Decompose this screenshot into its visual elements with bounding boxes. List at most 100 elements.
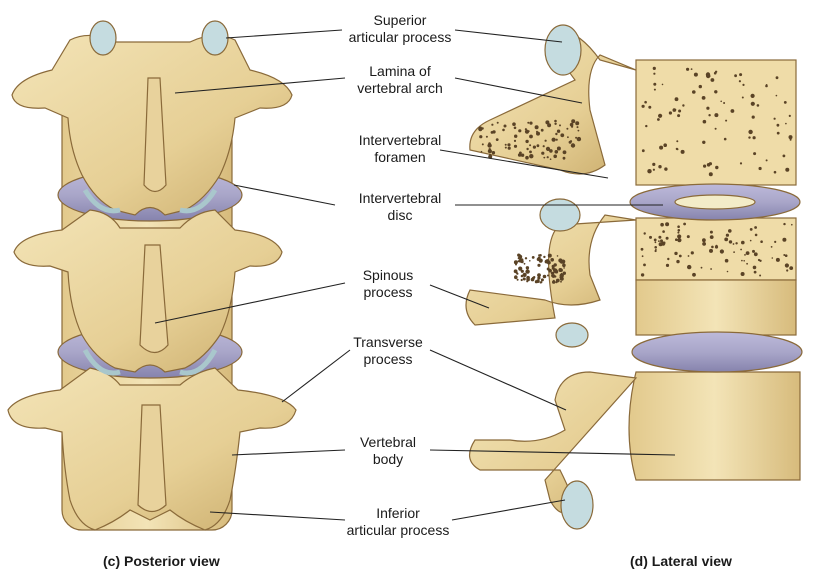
spongy-dot	[676, 140, 679, 143]
posterior-facet-cartilage-3	[82, 348, 121, 376]
spongy-dot	[652, 66, 656, 70]
spongy-dot	[545, 146, 551, 151]
spongy-dot	[531, 256, 535, 259]
spongy-dot	[527, 130, 530, 133]
spongy-dot	[576, 126, 579, 129]
spongy-dot	[658, 165, 662, 169]
spongy-dot	[770, 246, 773, 248]
spongy-dot	[702, 140, 706, 144]
spongy-dot	[529, 144, 532, 147]
leader-spinous	[154, 282, 346, 324]
spongy-dot	[715, 165, 719, 170]
spongy-dot	[654, 246, 657, 249]
spongy-dot	[518, 129, 522, 133]
spongy-dot	[758, 166, 762, 171]
lateral-body-middle-lower	[635, 279, 797, 336]
spongy-dot	[686, 67, 690, 71]
label-intervertebral-disc: Intervertebral disc	[358, 190, 442, 223]
spongy-dot	[725, 233, 730, 237]
spongy-dot	[536, 130, 538, 133]
spongy-dot	[558, 258, 563, 263]
spongy-dot	[487, 143, 492, 148]
spongy-dot	[664, 167, 668, 171]
spongy-dot	[479, 135, 483, 139]
spongy-dot	[741, 240, 745, 245]
spongy-dot	[710, 268, 712, 270]
posterior-superior-facet-left	[89, 20, 117, 56]
spongy-dot	[652, 162, 656, 166]
spongy-dot	[723, 137, 727, 141]
spongy-dot	[680, 149, 685, 154]
spongy-dot	[660, 222, 664, 227]
spongy-dot	[545, 120, 550, 125]
spongy-dot	[791, 223, 793, 226]
spongy-dot	[674, 251, 678, 256]
spongy-dot	[773, 117, 776, 120]
spongy-dot	[537, 276, 541, 280]
spongy-dot	[730, 109, 735, 113]
leader-disc-left	[233, 184, 336, 206]
spongy-dot	[709, 235, 714, 240]
spongy-dot	[683, 222, 686, 226]
spongy-dot	[692, 90, 696, 94]
spongy-dot	[745, 251, 750, 256]
spongy-dot	[529, 154, 534, 159]
leader-lines	[154, 29, 676, 521]
spongy-dot	[774, 240, 777, 243]
spongy-dot	[752, 136, 756, 140]
leader-body-right	[429, 449, 676, 456]
spongy-dot	[741, 259, 743, 262]
spongy-dot	[559, 124, 561, 127]
leader-transverse-right	[429, 349, 567, 411]
leader-foramen	[439, 149, 609, 179]
spongy-dot	[749, 239, 752, 242]
spongy-dot	[660, 239, 663, 243]
spongy-dot	[677, 114, 681, 118]
posterior-spinous-bottom	[137, 404, 167, 513]
spongy-dot	[526, 147, 529, 151]
posterior-spinous-top	[143, 77, 167, 193]
leader-spinous-right	[429, 284, 490, 309]
spongy-dot	[487, 149, 492, 154]
spongy-dot	[658, 235, 662, 239]
leader-lamina-right	[454, 77, 583, 104]
spongy-dot	[647, 169, 652, 174]
spongy-dot	[655, 248, 657, 251]
spongy-dot	[551, 274, 554, 277]
spongy-dot	[678, 254, 682, 258]
spongy-dot	[674, 97, 679, 102]
spongy-dot	[525, 155, 529, 160]
spongy-dot	[478, 127, 483, 132]
spongy-dot	[674, 108, 677, 111]
spongy-dot	[529, 134, 533, 139]
spongy-dot	[741, 96, 744, 99]
spongy-dot	[495, 138, 499, 142]
spongy-dot	[566, 127, 569, 130]
spongy-dot	[785, 167, 790, 172]
spongy-dot	[788, 135, 793, 140]
spongy-dot	[743, 260, 745, 262]
spongy-dot	[534, 125, 539, 130]
spongy-dot	[550, 271, 555, 275]
spongy-dot	[491, 123, 494, 126]
spongy-dot	[724, 237, 729, 242]
spongy-dot	[753, 252, 758, 257]
spongy-dot	[515, 271, 518, 274]
spongy-dot	[746, 262, 748, 265]
spongy-dot	[544, 139, 547, 142]
spongy-dot	[513, 260, 518, 265]
spongy-dot	[667, 257, 670, 261]
leader-body-left	[231, 449, 346, 456]
spongy-dot	[550, 258, 554, 262]
posterior-facet-cartilage-1	[82, 188, 121, 214]
spongy-dot	[641, 149, 645, 153]
spongy-dot	[555, 132, 558, 136]
spongy-dot	[789, 138, 792, 141]
spongy-dot	[702, 238, 706, 243]
posterior-facet-cartilage-4	[179, 348, 218, 376]
spongy-dot	[753, 270, 757, 274]
spongy-dot	[658, 240, 660, 243]
spongy-dot	[555, 281, 558, 284]
spongy-dot	[532, 145, 537, 149]
spongy-dot	[653, 238, 657, 242]
